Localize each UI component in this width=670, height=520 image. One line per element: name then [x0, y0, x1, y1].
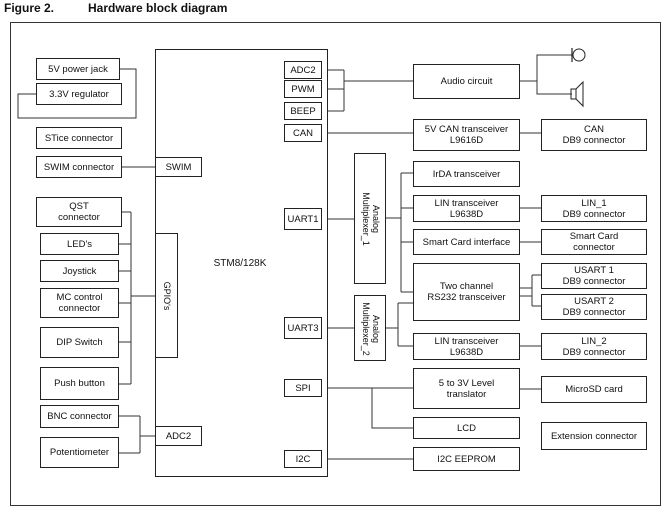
figure-caption: Figure 2. Hardware block diagram	[4, 1, 227, 15]
usart1-db9-connector-block: USART 1 DB9 connector	[541, 263, 647, 289]
lin-transceiver-1-block: LIN transceiver L9638D	[413, 195, 520, 222]
lin1-db9-connector-block: LIN_1 DB9 connector	[541, 195, 647, 222]
microsd-card-block: MicroSD card	[541, 376, 647, 403]
mc-control-connector-block: MC control connector	[40, 288, 119, 318]
rs232-transceiver-block: Two channel RS232 transceiver	[413, 263, 520, 321]
level-translator-block: 5 to 3V Level translator	[413, 368, 520, 409]
figure-number: Figure 2.	[4, 1, 55, 15]
gpio-port	[155, 233, 178, 358]
stice-connector-block: STice connector	[36, 127, 122, 149]
irda-transceiver-block: IrDA transceiver	[413, 161, 520, 187]
swim-connector-block: SWIM connector	[36, 156, 122, 178]
analog-multiplexer-1-label: Analog Multiplexer_1	[361, 192, 381, 246]
pwm-port: PWM	[284, 80, 322, 98]
speaker-icon	[570, 80, 584, 108]
smart-card-connector-block: Smart Card connector	[541, 229, 647, 255]
power-jack-block: 5V power jack	[36, 58, 120, 80]
uart1-port: UART1	[284, 208, 322, 230]
i2c-port: I2C	[284, 450, 322, 468]
figure-title: Hardware block diagram	[88, 1, 228, 15]
smart-card-interface-block: Smart Card interface	[413, 229, 520, 255]
beep-port: BEEP	[284, 102, 322, 120]
regulator-block: 3.3V regulator	[36, 83, 122, 105]
uart3-port: UART3	[284, 317, 322, 339]
analog-multiplexer-1	[354, 153, 386, 284]
can-transceiver-block: 5V CAN transceiver L9616D	[413, 119, 520, 151]
mcu-label: STM8/128K	[213, 258, 267, 269]
extension-connector-block: Extension connector	[541, 422, 647, 450]
can-port: CAN	[284, 124, 322, 142]
can-db9-connector-block: CAN DB9 connector	[541, 119, 647, 151]
dip-switch-block: DIP Switch	[40, 327, 119, 358]
lcd-block: LCD	[413, 417, 520, 439]
leds-block: LED's	[40, 233, 119, 255]
joystick-block: Joystick	[40, 260, 119, 282]
gpio-port-label: GPIO's	[162, 281, 172, 311]
lin-transceiver-2-block: LIN transceiver L9638D	[413, 333, 520, 360]
adc2-left-port: ADC2	[155, 426, 202, 446]
swim-port: SWIM	[155, 157, 202, 177]
adc2-port: ADC2	[284, 61, 322, 79]
microphone-icon	[571, 48, 586, 62]
audio-circuit-block: Audio circuit	[413, 64, 520, 99]
i2c-eeprom-block: I2C EEPROM	[413, 447, 520, 471]
mcu-block	[155, 49, 328, 477]
diagram-frame	[10, 22, 661, 506]
spi-port: SPI	[284, 379, 322, 397]
potentiometer-block: Potentiometer	[40, 437, 119, 468]
push-button-block: Push button	[40, 367, 119, 400]
lin2-db9-connector-block: LIN_2 DB9 connector	[541, 333, 647, 360]
bnc-connector-block: BNC connector	[40, 405, 119, 428]
usart2-db9-connector-block: USART 2 DB9 connector	[541, 294, 647, 320]
analog-multiplexer-2	[354, 295, 386, 361]
qst-connector-block: QST connector	[36, 197, 122, 227]
analog-multiplexer-2-label: Analog Multiplexer_2	[361, 302, 381, 356]
